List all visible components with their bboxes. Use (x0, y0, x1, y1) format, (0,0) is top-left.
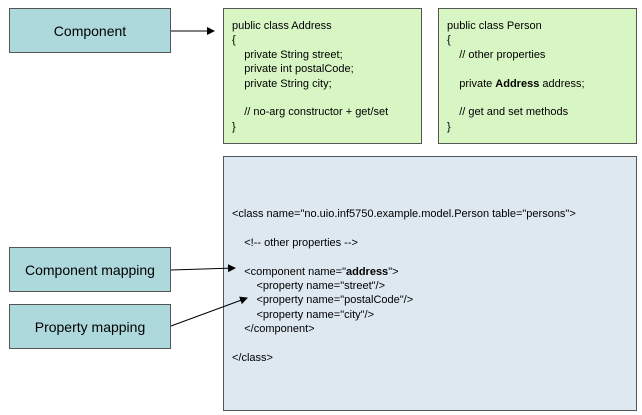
property-mapping-arrow (170, 296, 248, 327)
class-open-line: <class name="no.uio.inf5750.example.mode… (232, 208, 576, 220)
person-line: public class Person (447, 20, 542, 32)
component-mapping-label-box: Component mapping (9, 247, 171, 292)
component-close-line: </component> (232, 323, 315, 336)
address-line: private int postalCode; (232, 63, 354, 76)
property-mapping-label-box: Property mapping (9, 304, 171, 349)
person-line: { (447, 34, 451, 47)
address-line: private String street; (232, 48, 343, 61)
person-line: // get and set methods (447, 106, 569, 119)
component-open-line: <component name="address"> (232, 265, 636, 279)
component-open-post: "> (388, 265, 399, 278)
comment-line: <!-- other properties --> (232, 236, 358, 249)
component-open-pre: <component name=" (232, 265, 346, 278)
person-address-post: address; (539, 77, 585, 90)
address-line: } (232, 120, 236, 133)
address-class-box: public class Address { private String st… (223, 8, 422, 144)
property-city-line: <property name="city"/> (232, 308, 375, 321)
person-address-pre: private (447, 77, 496, 90)
class-close-line: </class> (232, 351, 273, 364)
person-address-field: private Address address; (447, 77, 636, 91)
person-class-box: public class Person { // other propertie… (438, 8, 637, 144)
address-line: public class Address (232, 20, 332, 32)
person-line: // other properties (447, 48, 546, 61)
person-address-type: Address (495, 77, 540, 90)
person-line: } (447, 120, 451, 133)
component-mapping-arrow (170, 264, 236, 273)
component-label-box: Component (9, 8, 171, 53)
component-mapping-label: Component mapping (25, 261, 155, 278)
address-line: private String city; (232, 77, 332, 90)
address-line: // no-arg constructor + get/set (232, 106, 389, 119)
address-line: { (232, 34, 236, 47)
component-label: Component (53, 22, 127, 39)
property-street-line: <property name="street"/> (232, 279, 386, 292)
component-name-value: address (345, 265, 389, 278)
property-postal-line: <property name="postalCode"/> (232, 294, 414, 307)
mapping-box: <class name="no.uio.inf5750.example.mode… (223, 156, 637, 411)
property-mapping-label: Property mapping (34, 318, 146, 335)
